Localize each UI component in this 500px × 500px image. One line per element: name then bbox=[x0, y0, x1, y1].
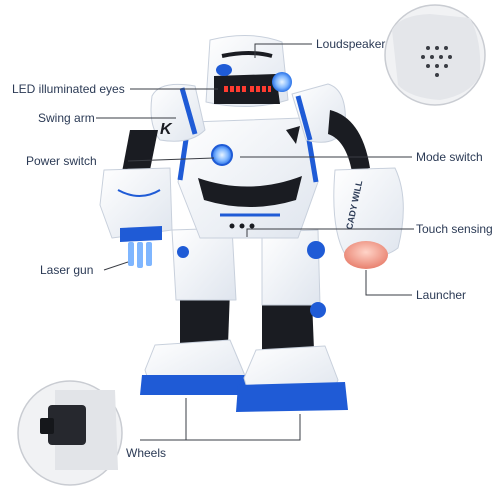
robot: CADY WILL K bbox=[99, 34, 404, 412]
label-swing-arm: Swing arm bbox=[38, 111, 95, 125]
arm-logo: K bbox=[160, 121, 173, 138]
label-led-eyes: LED illuminated eyes bbox=[12, 82, 125, 96]
label-launcher: Launcher bbox=[416, 288, 467, 302]
label-touch-sensing: Touch sensing bbox=[416, 222, 493, 236]
speaker-closeup-inset bbox=[384, 4, 486, 106]
led-eyes-display bbox=[222, 84, 272, 94]
chest-emblem-icon bbox=[286, 126, 300, 144]
label-wheels: Wheels bbox=[126, 446, 167, 460]
leader-lines bbox=[96, 43, 414, 441]
power-switch-icon bbox=[211, 144, 233, 166]
label-mode-switch: Mode switch bbox=[416, 150, 483, 164]
wheel-closeup-inset bbox=[17, 380, 123, 486]
label-laser-gun: Laser gun bbox=[40, 263, 94, 277]
label-power-switch: Power switch bbox=[26, 154, 97, 168]
laser-gun-tips bbox=[128, 242, 152, 268]
side-light-icon bbox=[272, 72, 292, 92]
launcher-glow bbox=[344, 241, 388, 269]
label-loudspeaker: Loudspeaker bbox=[316, 37, 386, 51]
